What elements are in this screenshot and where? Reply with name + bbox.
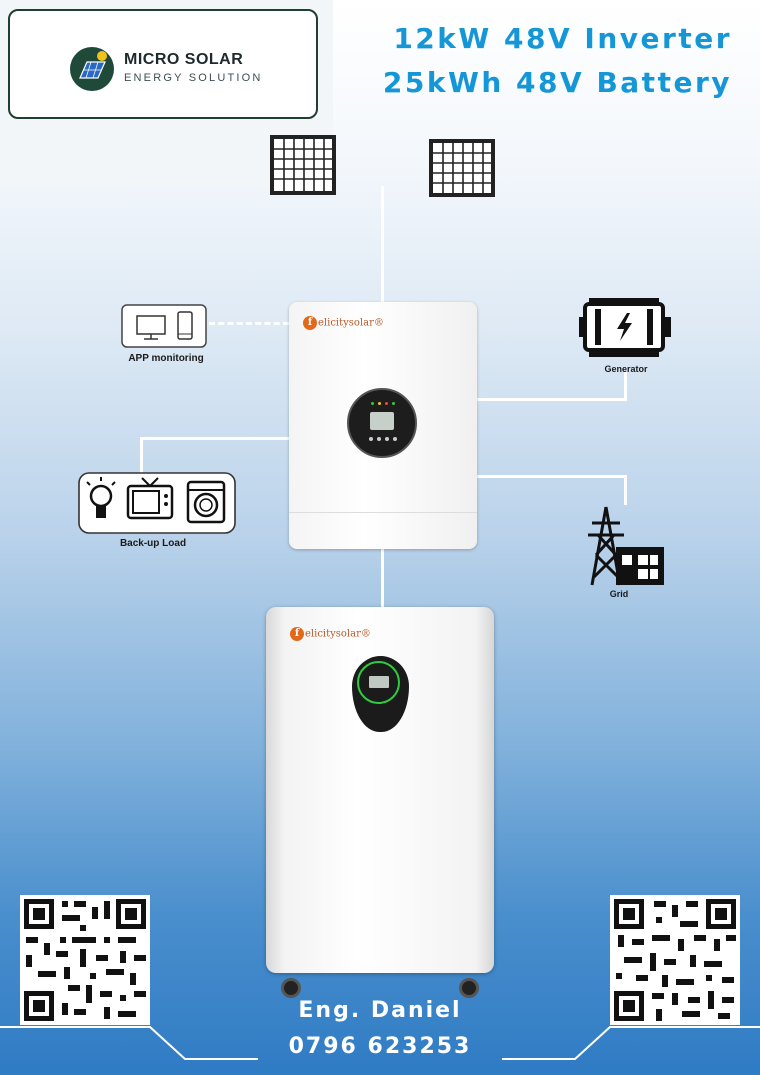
line-grid-vertical <box>624 475 627 505</box>
battery-brand-text: elicitysolar® <box>305 628 371 640</box>
solar-panel-logo-icon <box>70 47 114 91</box>
title-battery: 25kWh 48V Battery <box>382 66 732 99</box>
logo-card <box>8 9 318 119</box>
backup-load-icon <box>78 472 236 539</box>
backup-load-label: Back-up Load <box>119 538 187 549</box>
line-inverter-to-app <box>209 322 289 325</box>
inverter-buttons <box>369 437 397 441</box>
line-inverter-to-battery <box>381 549 384 609</box>
decorative-swoosh-left <box>0 1025 260 1070</box>
solar-panel-left-icon <box>270 135 336 200</box>
brand-name: MICRO SOLAR <box>124 51 244 68</box>
battery-wheel-right <box>459 978 479 998</box>
line-load-vertical <box>140 437 143 473</box>
app-monitoring-icon <box>121 304 207 353</box>
battery-lcd-screen <box>369 676 389 688</box>
qr-code-right <box>610 895 740 1030</box>
line-inverter-to-load <box>140 437 290 440</box>
line-inverter-to-generator <box>477 398 627 401</box>
battery-display <box>352 656 409 732</box>
brand-tagline: ENERGY SOLUTION <box>124 72 263 84</box>
contact-phone: 0796 623253 <box>288 1034 472 1059</box>
inverter-led-row <box>371 402 395 406</box>
app-monitoring-label: APP monitoring <box>128 353 204 364</box>
inverter-brand-text: elicitysolar® <box>318 317 384 329</box>
line-inverter-to-grid <box>477 475 627 478</box>
line-generator-vertical <box>624 372 627 401</box>
decorative-swoosh-right <box>500 1025 760 1070</box>
battery-display-ring <box>357 661 400 704</box>
inverter-display <box>347 388 417 458</box>
line-solar-to-inverter <box>381 186 384 304</box>
grid-label: Grid <box>609 589 629 599</box>
battery-wheel-left <box>281 978 301 998</box>
brand-f-icon: f <box>303 316 317 330</box>
grid-tower-icon <box>582 505 668 592</box>
generator-icon <box>579 295 673 368</box>
title-inverter: 12kW 48V Inverter <box>393 22 732 55</box>
inverter-bottom-seam <box>289 512 477 513</box>
generator-label: Generator <box>604 364 648 374</box>
inverter-lcd-screen <box>370 412 394 430</box>
solar-panel-right-icon <box>429 139 495 202</box>
contact-name: Eng. Daniel <box>298 998 462 1023</box>
qr-code-left <box>20 895 150 1030</box>
brand-f-icon: f <box>290 627 304 641</box>
